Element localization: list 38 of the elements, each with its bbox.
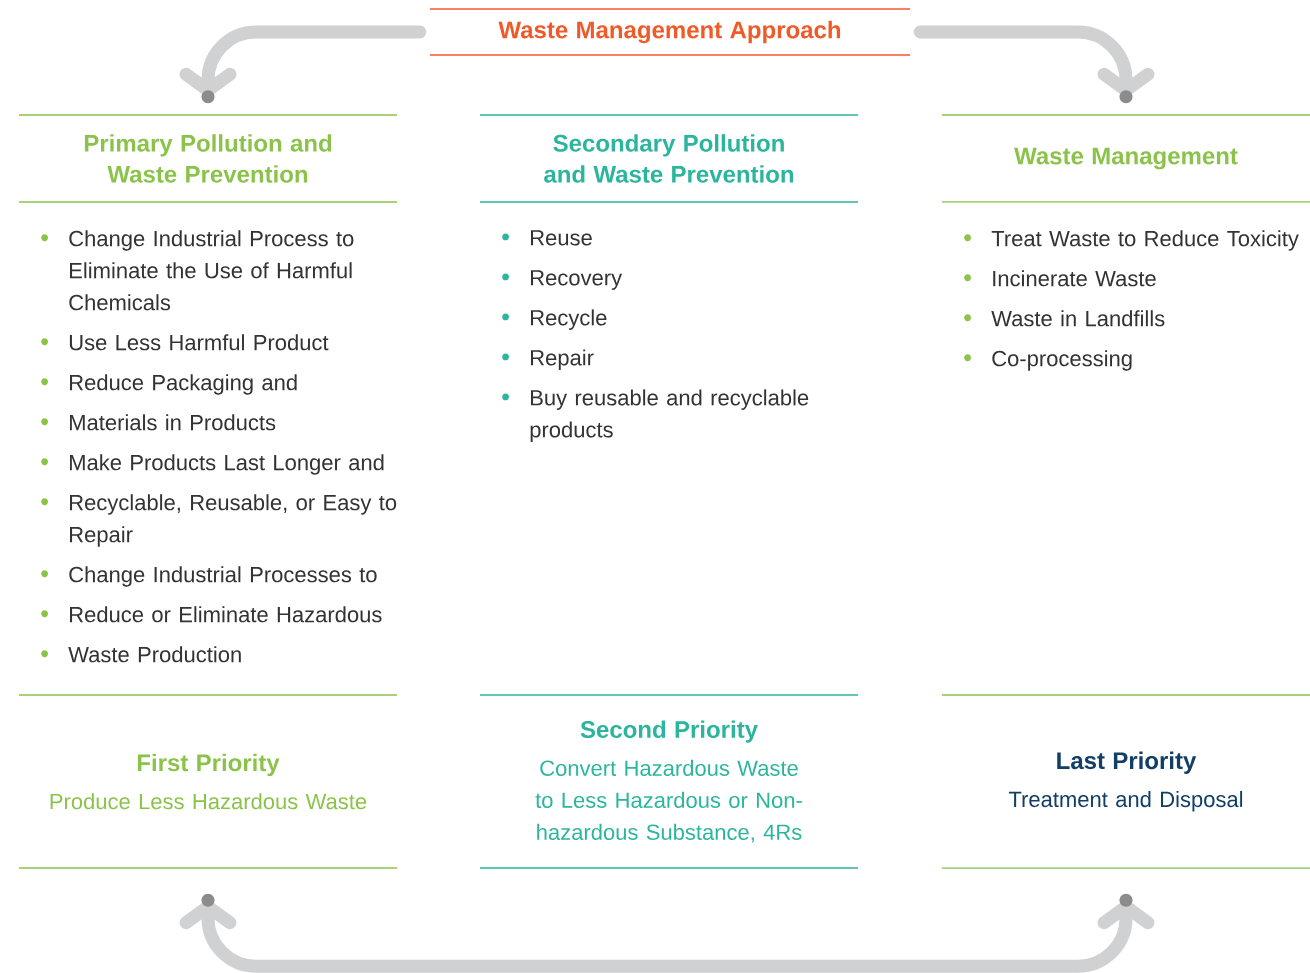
description: Treatment and Disposal bbox=[1008, 790, 1243, 812]
header-band bbox=[18, 114, 398, 203]
list-item: Reuse bbox=[502, 230, 592, 246]
list-item: Change Industrial Process to Eliminate the Use of Harmful Chemicals bbox=[41, 230, 354, 311]
list-item: Use Less Harmful Product bbox=[41, 334, 329, 351]
arrow bbox=[913, 25, 1155, 104]
list-item: Materials in Products bbox=[41, 414, 276, 431]
arrow bbox=[179, 25, 427, 104]
arrow bbox=[179, 893, 1155, 973]
list-item: Reduce or Eliminate Hazardous bbox=[41, 606, 382, 623]
heading: Waste Management Approach bbox=[498, 20, 841, 44]
description: Convert Hazardous Waste to Less Hazardous or Non-hazardous Substance, 4Rs bbox=[535, 759, 802, 843]
heading: First Priority bbox=[137, 753, 280, 777]
list-item: Treat Waste to Reduce Toxicity bbox=[964, 230, 1299, 251]
heading: Waste Management bbox=[1014, 147, 1238, 170]
list-item: Waste in Landfills bbox=[964, 310, 1165, 327]
list-item: Recycle bbox=[502, 309, 607, 330]
list-item: Reduce Packaging and bbox=[41, 374, 297, 395]
header-band bbox=[941, 114, 1310, 203]
description: Produce Less Hazardous Waste bbox=[50, 793, 367, 810]
priority-band bbox=[18, 694, 398, 869]
heading: Second Priority bbox=[580, 720, 758, 743]
heading: Last Priority bbox=[1057, 751, 1197, 774]
list-item: Buy reusable and recyclable products bbox=[502, 389, 809, 442]
list-item: Incinerate Waste bbox=[964, 270, 1156, 287]
heading: Primary Pollution and Waste Prevention bbox=[84, 134, 332, 183]
priority-band bbox=[479, 694, 859, 869]
priority-band bbox=[941, 694, 1310, 869]
list-item: Change Industrial Processes to bbox=[41, 566, 377, 587]
heading: Secondary Pollution and Waste Prevention bbox=[544, 134, 794, 183]
list-item: Make Products Last Longer and bbox=[41, 454, 384, 475]
list-item: Recovery bbox=[502, 270, 623, 290]
list-item: Recyclable, Reusable, or Easy to Repair bbox=[41, 494, 397, 547]
title-band bbox=[429, 8, 911, 56]
header-band bbox=[479, 114, 859, 203]
list-item: Repair bbox=[502, 349, 594, 370]
list-item: Co-processing bbox=[964, 350, 1132, 371]
list-item: Waste Production bbox=[41, 646, 241, 663]
